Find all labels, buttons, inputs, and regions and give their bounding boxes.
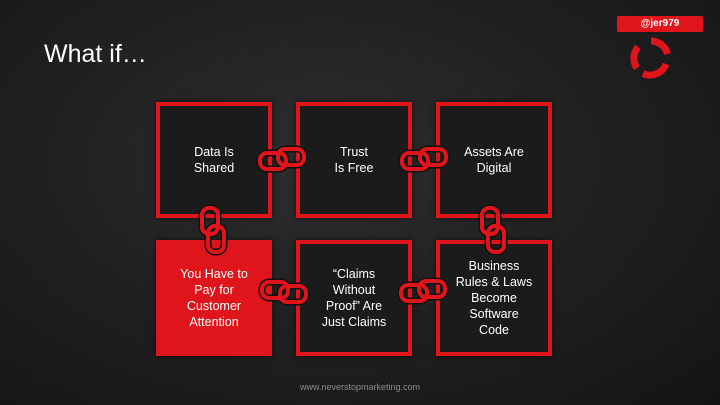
box-label: Data Is Shared xyxy=(193,145,235,175)
box-label: You Have to Pay for Customer Attention xyxy=(180,267,248,329)
box-label: Trust Is Free xyxy=(334,145,374,175)
chain-link-icon xyxy=(478,204,508,256)
chain-link-icon xyxy=(397,277,449,305)
box-label: Assets Are Digital xyxy=(464,145,524,175)
slide-title: What if… xyxy=(44,40,147,68)
footer-url: www.neverstopmarketing.com xyxy=(299,382,421,392)
chain-link-icon xyxy=(256,145,308,173)
box-assets-digital: Assets Are Digital xyxy=(436,102,552,218)
box-claims-proof: “Claims Without Proof” Are Just Claims xyxy=(296,240,412,356)
handle-badge: @jer979 xyxy=(617,16,703,32)
chain-link-icon xyxy=(258,278,310,306)
box-business-rules: Business Rules & Laws Become Software Co… xyxy=(436,240,552,356)
box-label: “Claims Without Proof” Are Just Claims xyxy=(321,267,387,329)
circular-arrows-icon xyxy=(630,37,671,79)
box-label: Business Rules & Laws Become Software Co… xyxy=(455,259,533,337)
chain-link-icon xyxy=(398,145,450,173)
chain-link-icon xyxy=(198,204,228,256)
box-pay-attention: You Have to Pay for Customer Attention xyxy=(156,240,272,356)
box-trust-free: Trust Is Free xyxy=(296,102,412,218)
box-data-shared: Data Is Shared xyxy=(156,102,272,218)
